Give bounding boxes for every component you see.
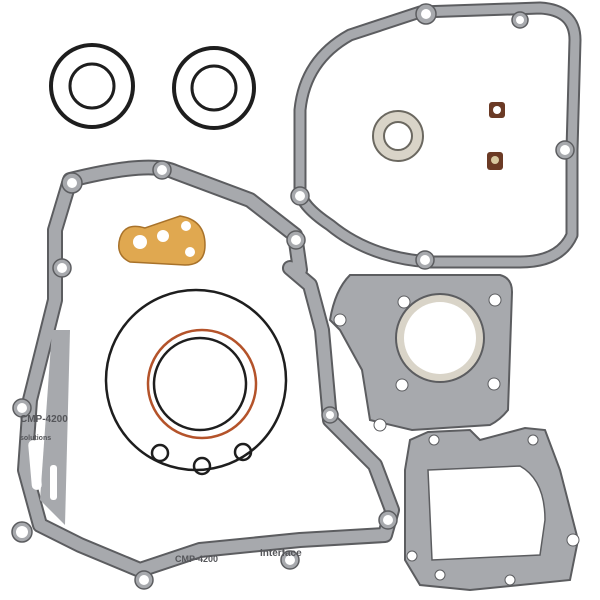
oring-set-left <box>49 43 135 129</box>
cylinder-base-gasket <box>404 426 580 592</box>
oil-pump-gasket <box>118 215 206 266</box>
crankcase-gasket: CMP-4200 Interface CMP-4200 solutions <box>11 159 400 590</box>
marking-solutions: solutions <box>20 435 51 442</box>
oring-set-center <box>104 288 288 476</box>
metal-washer <box>372 110 424 162</box>
marking-cmp: CMP-4200 <box>20 414 68 425</box>
marking-brand: Interface <box>260 548 302 559</box>
cylinder-head-gasket <box>328 274 514 432</box>
valve-stem-seals <box>487 102 505 170</box>
clutch-cover-gasket <box>290 1 582 270</box>
marking-cmp-bottom: CMP-4200 <box>175 554 218 564</box>
oring-set-right <box>172 46 256 130</box>
